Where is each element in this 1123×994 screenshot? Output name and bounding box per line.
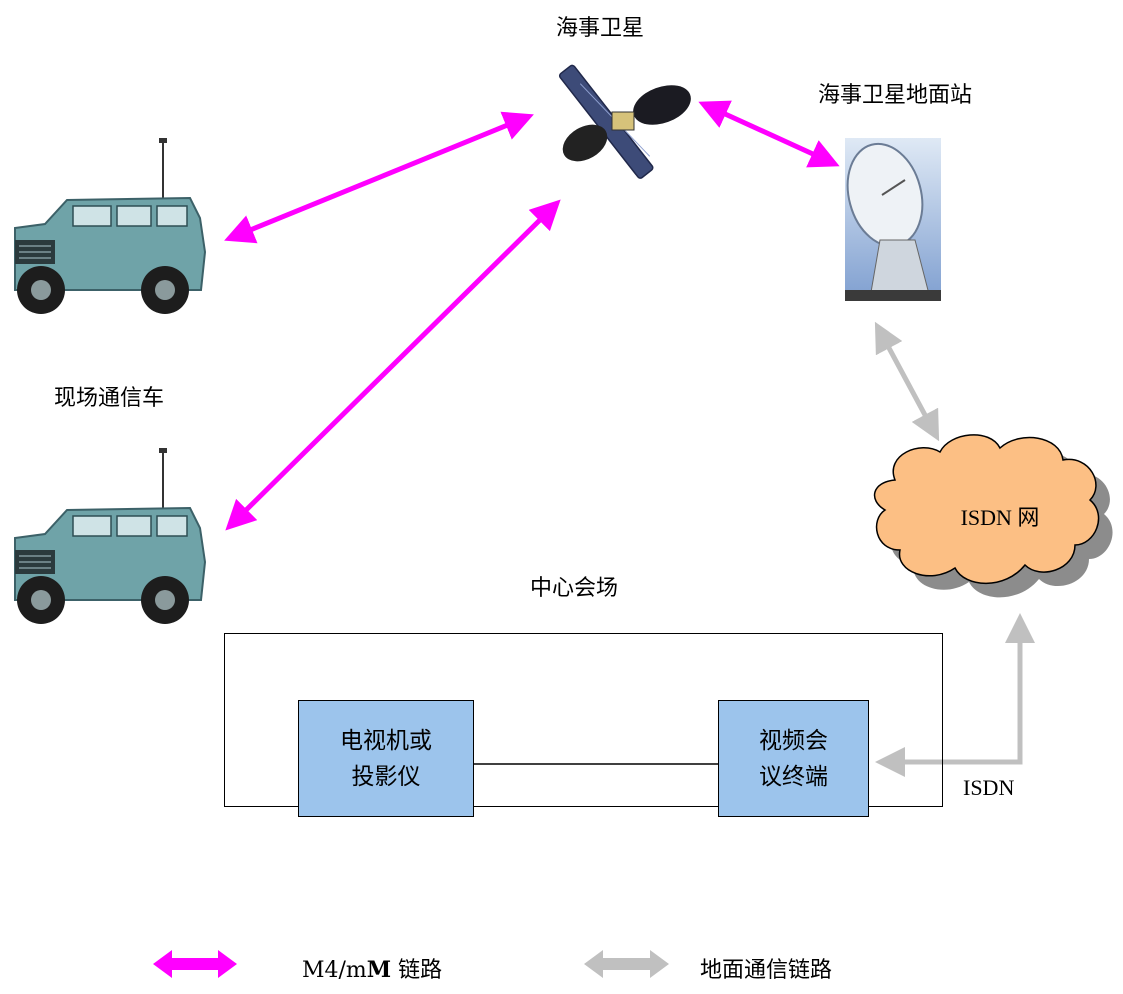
isdn-link-label: ISDN: [963, 775, 1015, 800]
satellite-label: 海事卫星: [556, 16, 645, 41]
legend-ground-arrow: [584, 950, 669, 978]
central-venue-frame: [224, 633, 943, 807]
video-conference-terminal-box: 视频会 议终端: [718, 700, 869, 817]
satellite-link-vehicle2: [225, 199, 561, 531]
legend-satellite-bold: M: [366, 957, 392, 983]
isdn-network-label: ISDN 网: [960, 505, 1040, 530]
legend-satellite-arrow: [153, 950, 237, 978]
venue-label: 中心会场: [530, 576, 619, 601]
ground-station-label: 海事卫星地面站: [818, 83, 973, 108]
satellite-link-station: [698, 100, 840, 168]
vehicles-label: 现场通信车: [54, 386, 165, 411]
legend-ground-label: 地面通信链路: [700, 958, 833, 983]
cloud-icon: [873, 434, 1113, 598]
ground-link-terminal-cloud: [875, 613, 1035, 777]
legend-satellite-prefix: M4/m: [302, 958, 367, 983]
legend-satellite-label: M4/mM 链路: [302, 952, 442, 984]
satellite-dish-icon: [845, 138, 941, 301]
ground-link-station-cloud: [874, 321, 940, 442]
legend-satellite-suffix: 链路: [391, 958, 443, 983]
vehicle-icon: [14, 137, 206, 315]
vehicle-icon: [14, 447, 206, 625]
satellite-link-vehicle1: [224, 111, 534, 244]
satellite-icon: [558, 64, 691, 179]
tv-projector-box: 电视机或 投影仪: [298, 700, 474, 817]
